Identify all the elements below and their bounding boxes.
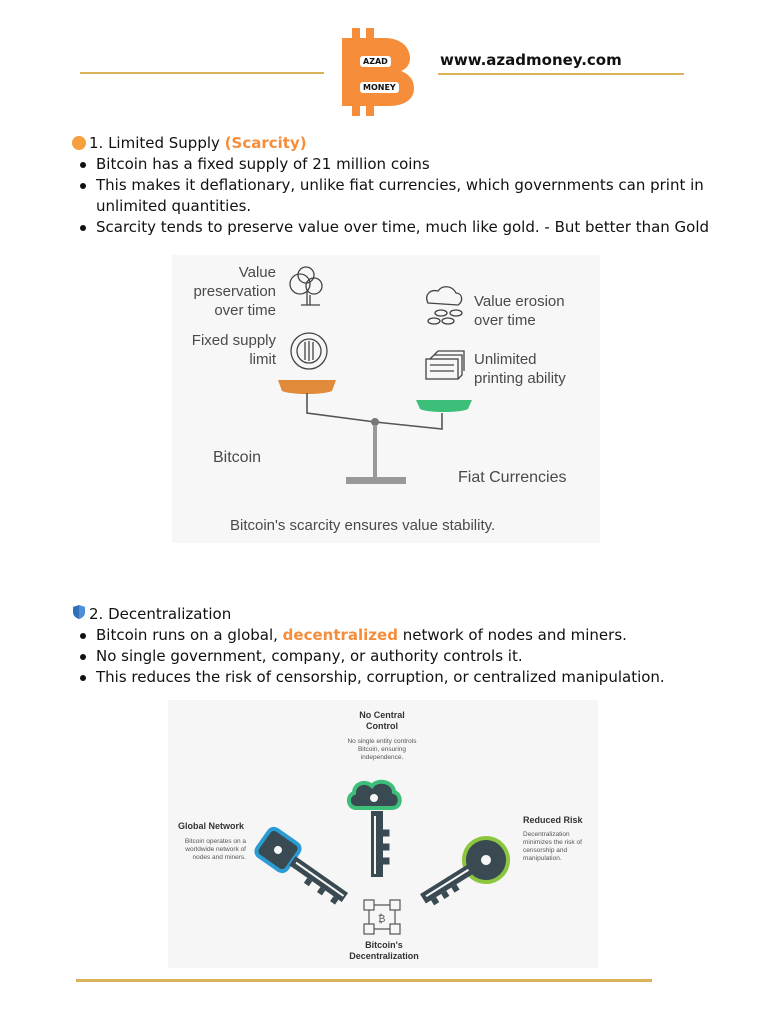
key-left-icon — [254, 826, 349, 905]
section-2-title: 2. Decentralization — [72, 604, 231, 624]
footer-line — [76, 979, 652, 982]
bullet-text: Bitcoin runs on a global, — [96, 626, 283, 644]
section-2-bullets: Bitcoin runs on a global, decentralized … — [78, 625, 718, 688]
label-value-erosion: Value erosion over time — [474, 293, 565, 329]
scarcity-infographic: Value preservation over time Fixed suppl… — [172, 255, 600, 543]
label-global-network: Global Network — [178, 821, 245, 831]
erosion-icon — [426, 286, 463, 325]
label-value-preservation: Value preservation over time — [193, 264, 276, 319]
desc-reduced-risk: Decentralization minimizes the risk of c… — [523, 831, 582, 862]
shield-icon — [72, 604, 86, 624]
list-item: This reduces the risk of censorship, cor… — [78, 667, 718, 688]
list-item: This makes it deflationary, unlike fiat … — [78, 175, 718, 217]
key-center-icon — [347, 779, 402, 877]
label-bitcoins-decentralization: Bitcoin's Decentralization — [349, 940, 419, 961]
list-item: No single government, company, or author… — [78, 646, 718, 667]
coin-icon — [290, 332, 328, 370]
label-reduced-risk: Reduced Risk — [523, 815, 583, 825]
bullet-text: network of nodes and miners. — [397, 626, 627, 644]
desc-global-network: Bitcoin operates on a worldwide network … — [184, 838, 246, 861]
list-item: Bitcoin has a fixed supply of 21 million… — [78, 154, 718, 175]
infographic-caption: Bitcoin's scarcity ensures value stabili… — [230, 517, 496, 534]
label-no-central-control: No Central Control — [359, 710, 405, 731]
label-fiat-currencies: Fiat Currencies — [458, 469, 567, 486]
section-2-title-text: 2. Decentralization — [89, 605, 232, 623]
header-line-right — [438, 73, 684, 75]
section-1-title-highlight: (Scarcity) — [224, 134, 307, 152]
tree-icon — [289, 266, 323, 306]
azad-money-logo: AZAD MONEY — [338, 26, 422, 118]
logo-text-bottom: MONEY — [360, 82, 399, 93]
list-item: Bitcoin runs on a global, decentralized … — [78, 625, 718, 646]
svg-text:₿: ₿ — [378, 913, 385, 925]
section-1-title: 1. Limited Supply (Scarcity) — [72, 134, 307, 152]
website-link[interactable]: www.azadmoney.com — [440, 51, 622, 69]
label-unlimited-printing: Unlimited printing ability — [474, 351, 566, 387]
logo-text-top: AZAD — [360, 56, 391, 67]
header-line-left — [80, 72, 324, 74]
key-right-icon — [420, 836, 510, 906]
blockchain-icon: ₿ — [363, 899, 401, 935]
label-bitcoin: Bitcoin — [213, 449, 262, 466]
section-1-title-text: 1. Limited Supply — [89, 134, 225, 152]
orange-circle-icon — [72, 136, 86, 150]
label-fixed-supply: Fixed supply limit — [191, 332, 276, 368]
money-stack-icon — [425, 350, 465, 380]
list-item: Scarcity tends to preserve value over ti… — [78, 217, 718, 238]
decentralization-infographic: No Central Control No single entity cont… — [168, 700, 598, 968]
desc-no-central-control: No single entity controls Bitcoin, ensur… — [347, 738, 417, 761]
keys-graphic: ₿ — [254, 779, 510, 935]
balance-scale-graphic — [278, 266, 472, 484]
section-1-bullets: Bitcoin has a fixed supply of 21 million… — [78, 154, 718, 238]
highlight-decentralized: decentralized — [282, 626, 398, 644]
